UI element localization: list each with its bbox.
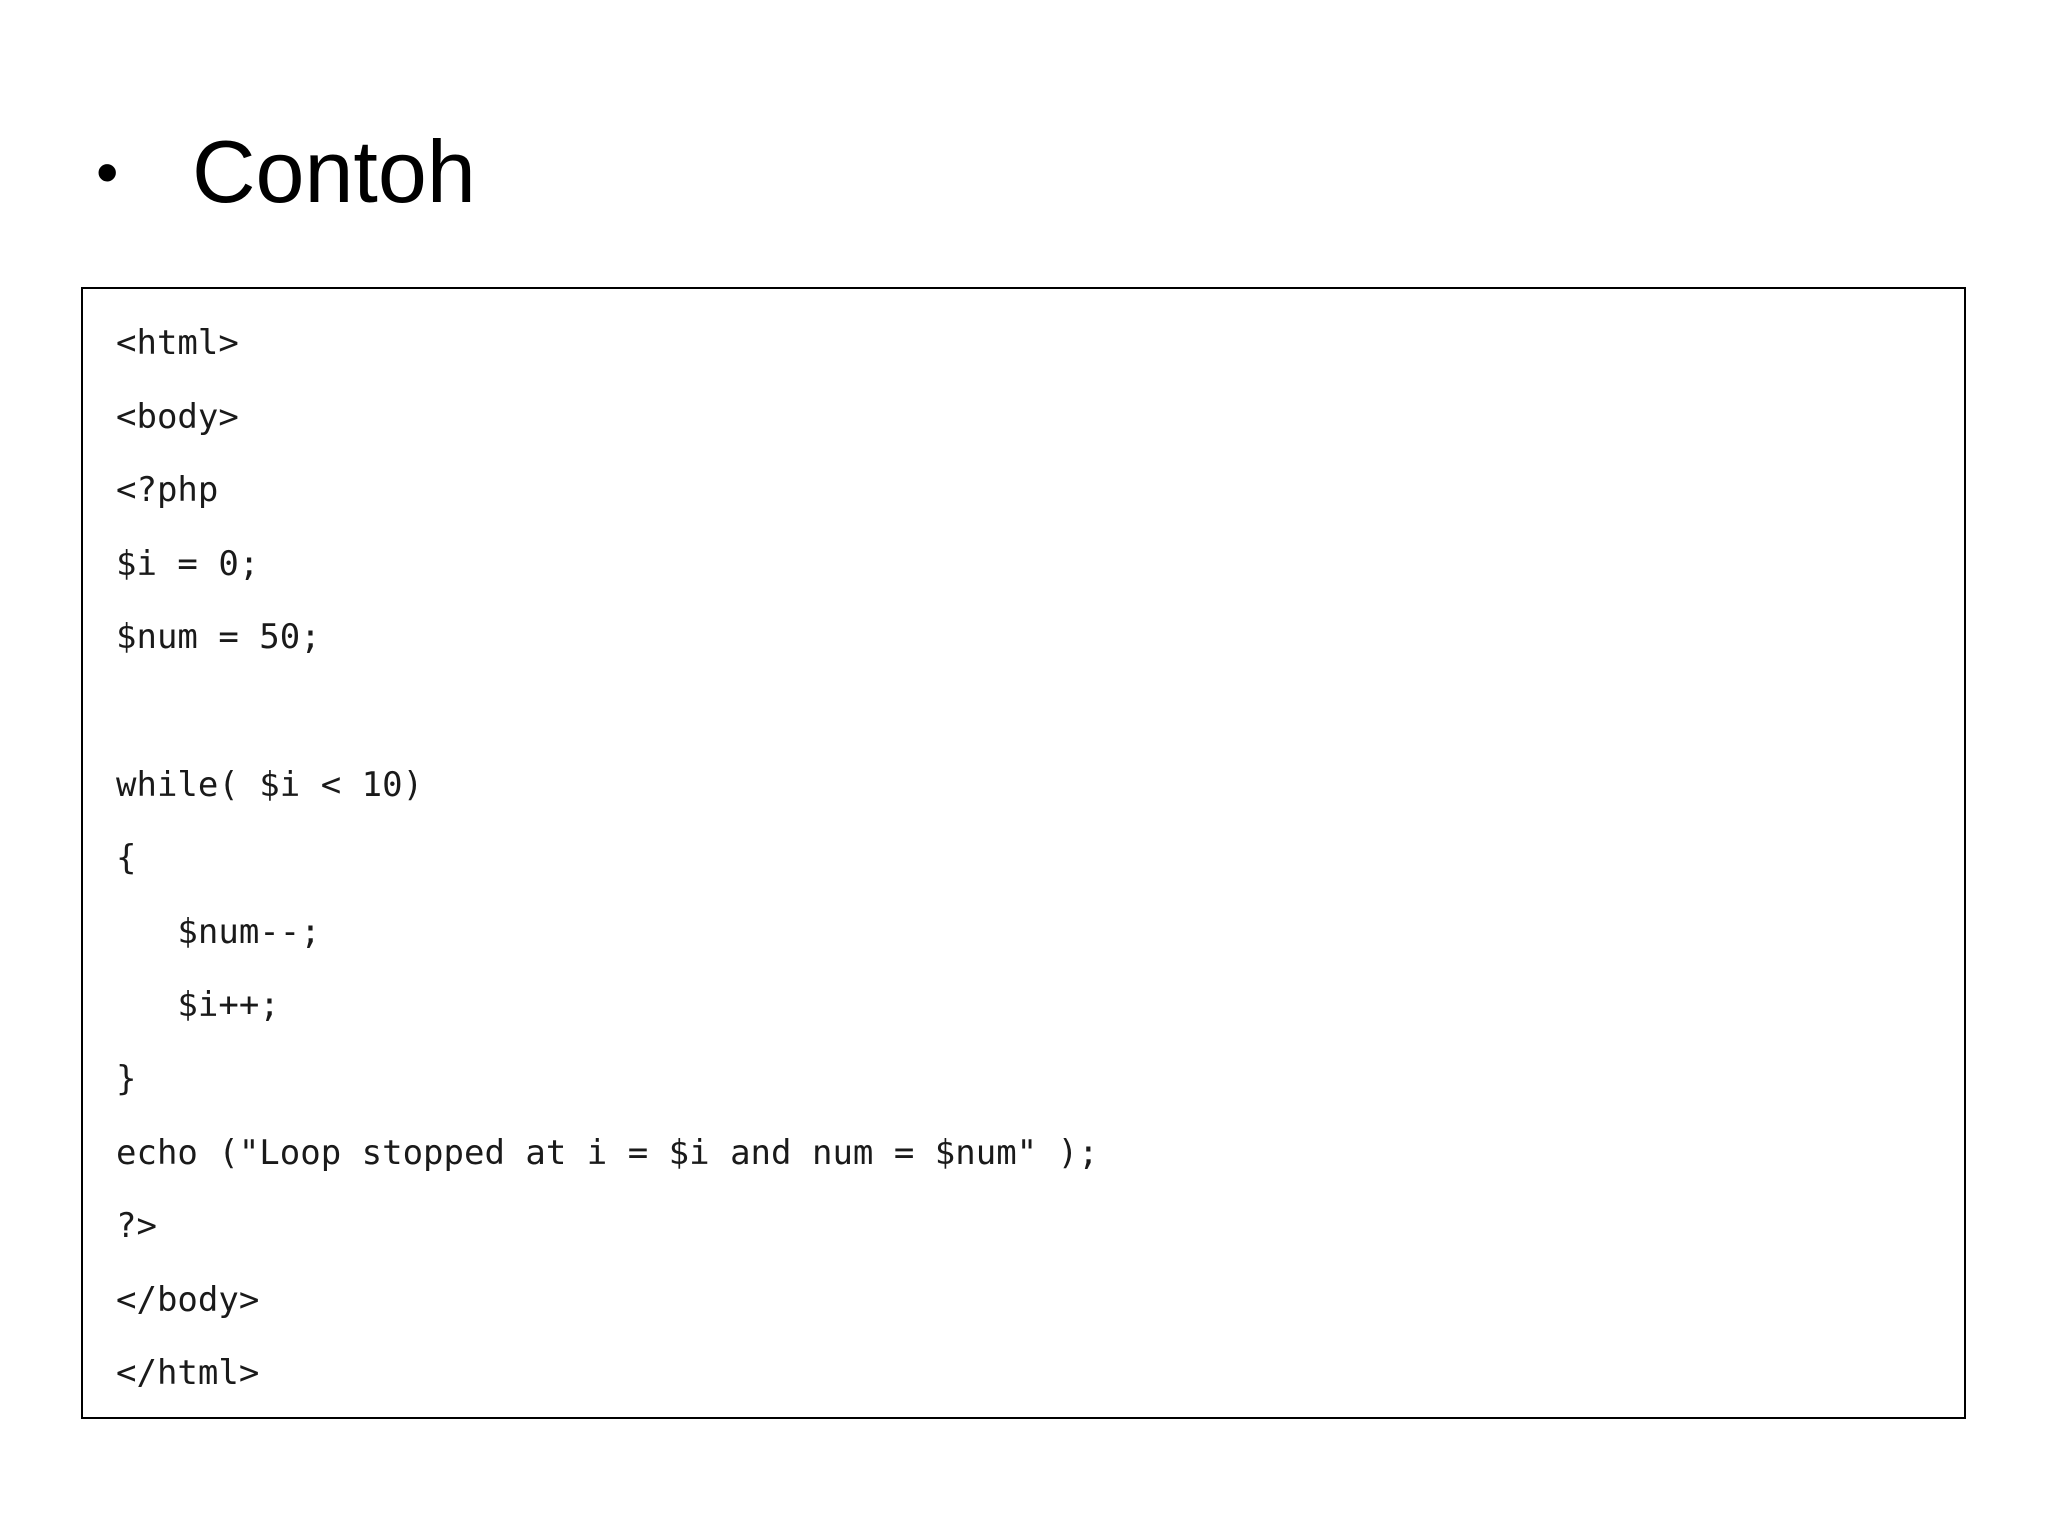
code-line: echo ("Loop stopped at i = $i and num = … bbox=[116, 1132, 1099, 1173]
slide-title: Contoh bbox=[192, 122, 476, 221]
code-line: </body> bbox=[116, 1279, 260, 1320]
code-line: while( $i < 10) bbox=[116, 764, 424, 805]
code-line: $num = 50; bbox=[116, 617, 321, 658]
bullet-icon: • bbox=[96, 136, 119, 208]
code-line-blank bbox=[116, 675, 1099, 749]
code-block: <html> <body> <?php $i = 0; $num = 50; w… bbox=[81, 287, 1966, 1419]
code-line: } bbox=[116, 1058, 137, 1099]
slide-heading: • Contoh bbox=[96, 128, 476, 216]
code-line: </html> bbox=[116, 1353, 260, 1394]
code-line: <body> bbox=[116, 396, 239, 437]
code-lines: <html> <body> <?php $i = 0; $num = 50; w… bbox=[116, 307, 1099, 1411]
code-line: <?php bbox=[116, 470, 219, 511]
code-line: $num--; bbox=[116, 911, 321, 952]
code-line: { bbox=[116, 838, 137, 879]
code-line: $i++; bbox=[116, 985, 280, 1026]
code-line: $i = 0; bbox=[116, 543, 260, 584]
code-line: <html> bbox=[116, 323, 239, 363]
code-line: ?> bbox=[116, 1206, 157, 1247]
